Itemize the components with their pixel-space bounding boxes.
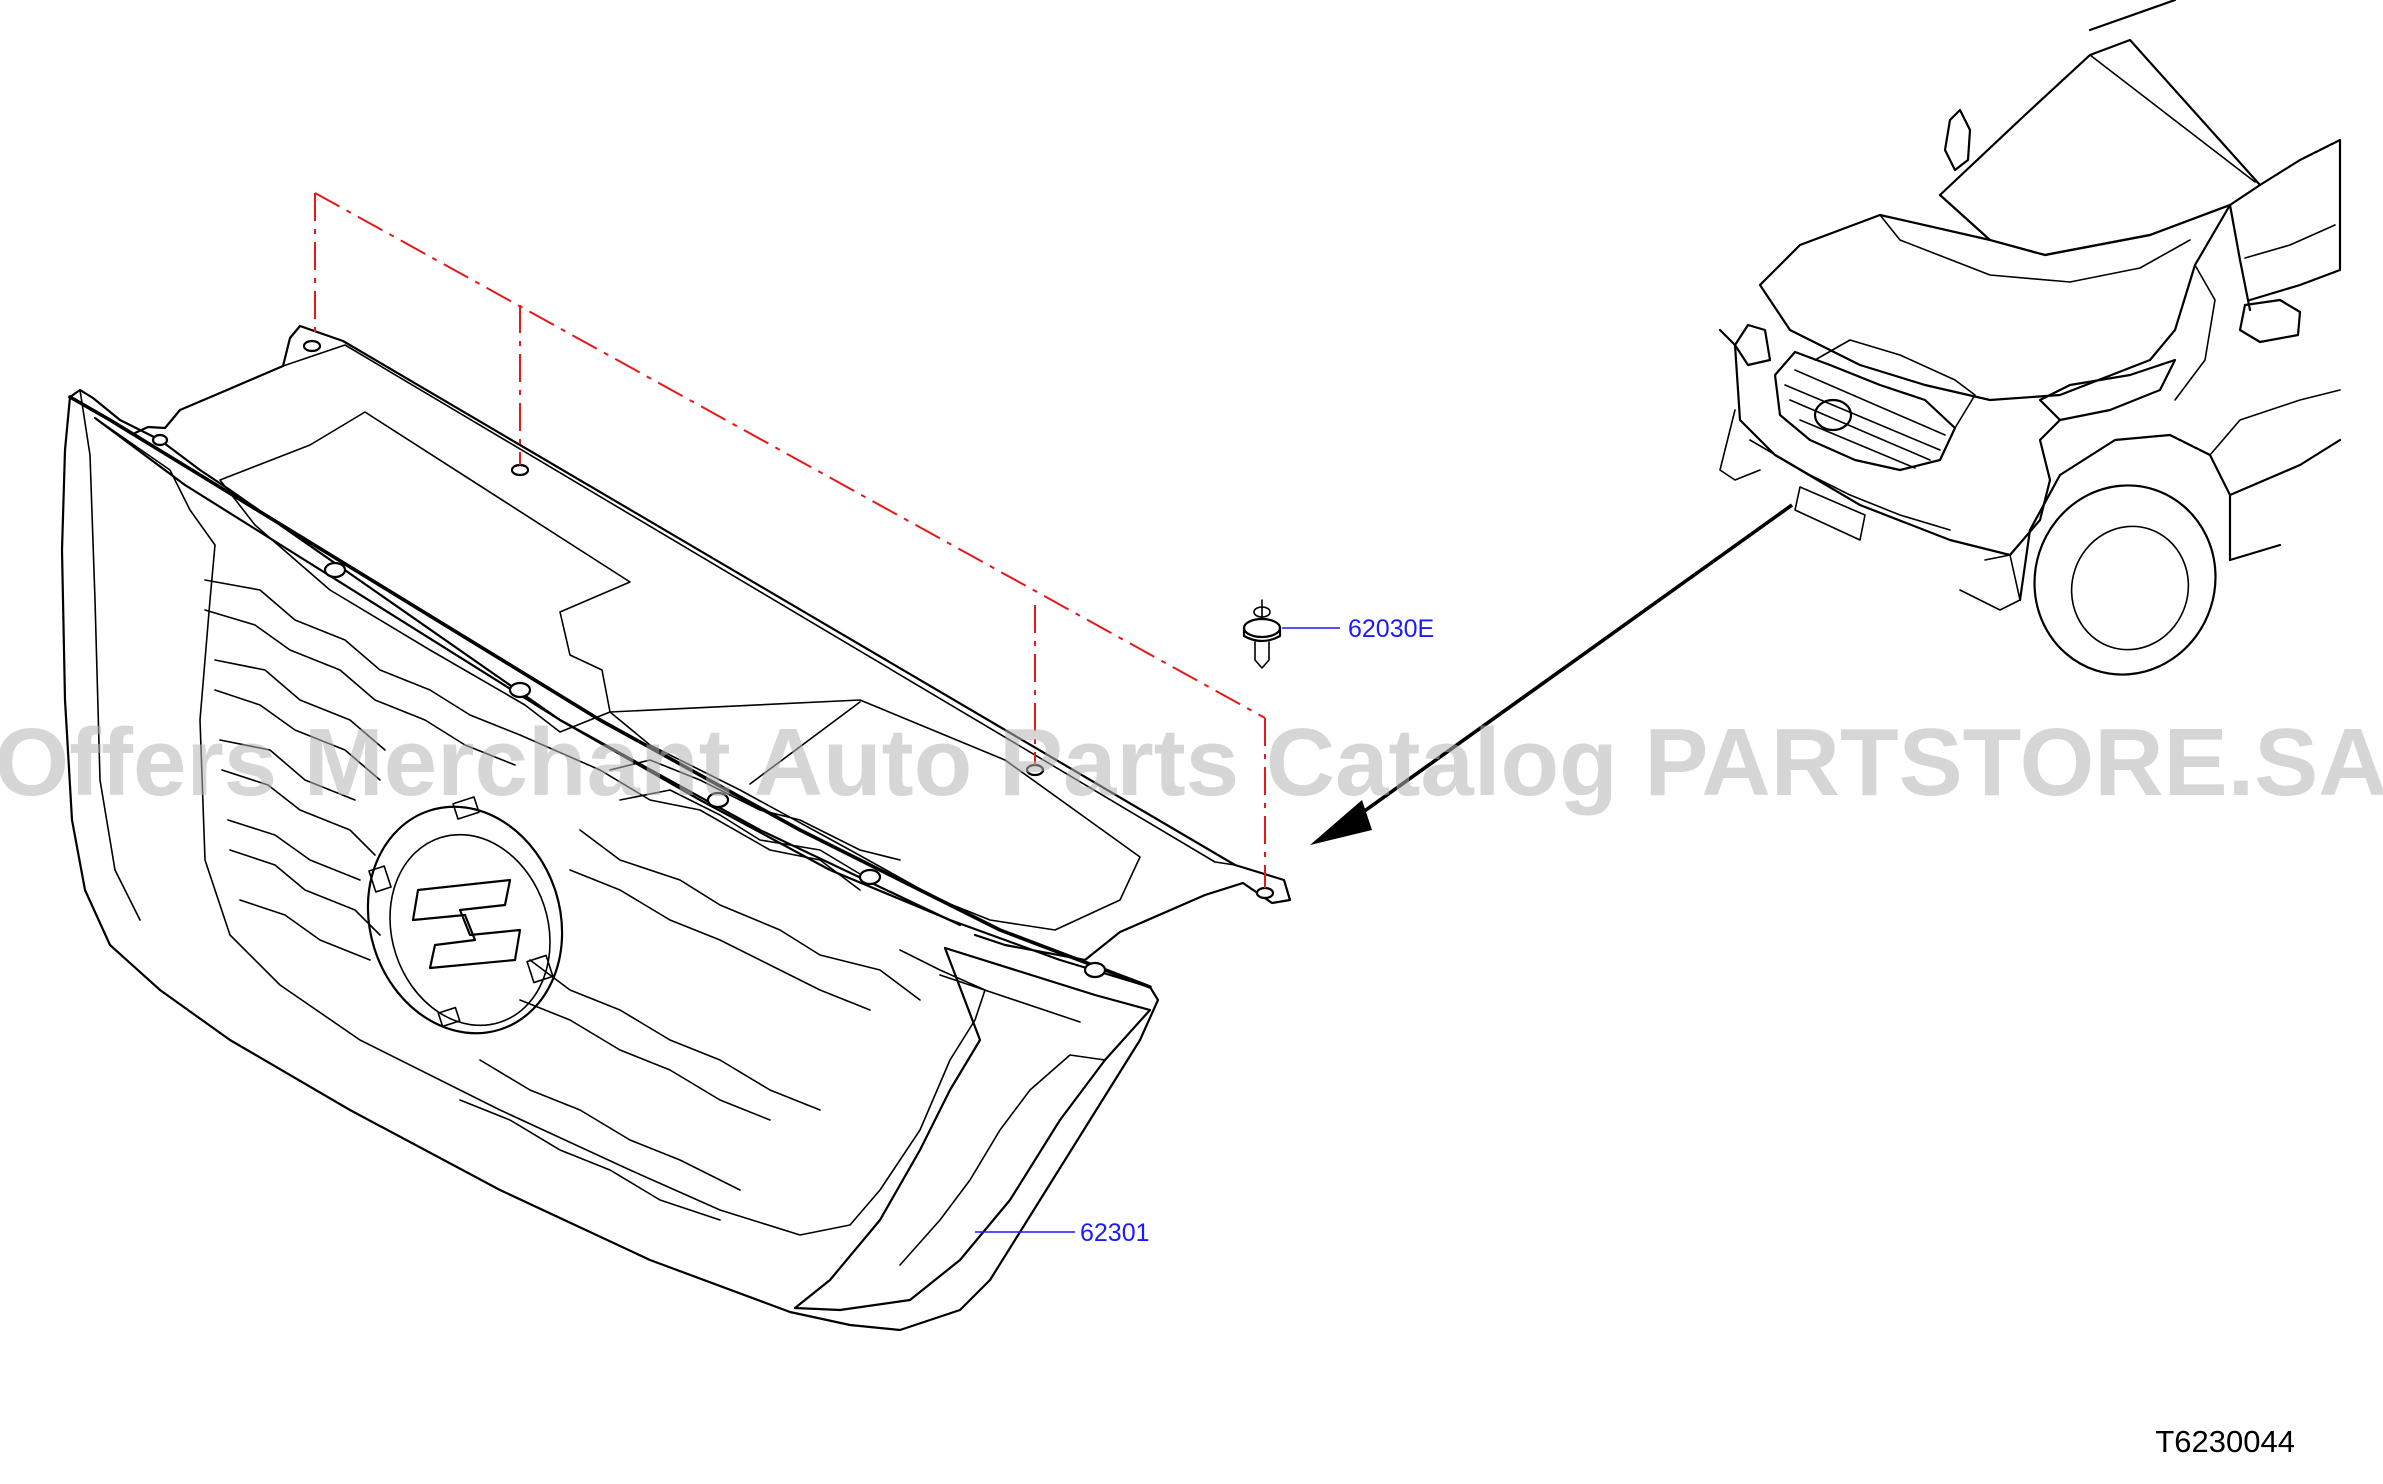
grille-inner-panel-right bbox=[609, 699, 1141, 931]
grille-mounting-holes bbox=[151, 339, 1275, 979]
grille-slats bbox=[204, 579, 921, 1221]
grille-chrome-wing-right bbox=[793, 946, 1152, 1312]
grille-frame-side-left bbox=[79, 389, 141, 921]
watermark: Offers Merchant Auto Parts Catalog PARTS… bbox=[0, 709, 2383, 816]
grille-upper-panel-edge bbox=[282, 344, 1236, 866]
mounting-guide-lines bbox=[314, 192, 1266, 888]
clip-part-number: 62030E bbox=[1348, 615, 1434, 643]
grille-assembly bbox=[60, 324, 1292, 1332]
grille-chrome-wing-inner bbox=[899, 974, 1106, 1266]
grille-upper-panel bbox=[133, 324, 1292, 962]
grille-part-number: 62301 bbox=[1080, 1219, 1150, 1247]
location-arrow bbox=[1310, 503, 1794, 845]
grille-frame-outer bbox=[60, 388, 1160, 1332]
clip-icon bbox=[1242, 599, 1282, 669]
grille-frame-top-rail-lower bbox=[93, 416, 962, 927]
grille-frame-inner bbox=[94, 417, 986, 1236]
reference-code: T6230044 bbox=[2155, 1424, 2295, 1459]
vehicle-illustration bbox=[1718, 0, 2342, 676]
grille-inner-panel-lower bbox=[749, 701, 861, 785]
grille-frame-top-rail bbox=[68, 395, 1152, 989]
grille-emblem bbox=[366, 796, 564, 1035]
